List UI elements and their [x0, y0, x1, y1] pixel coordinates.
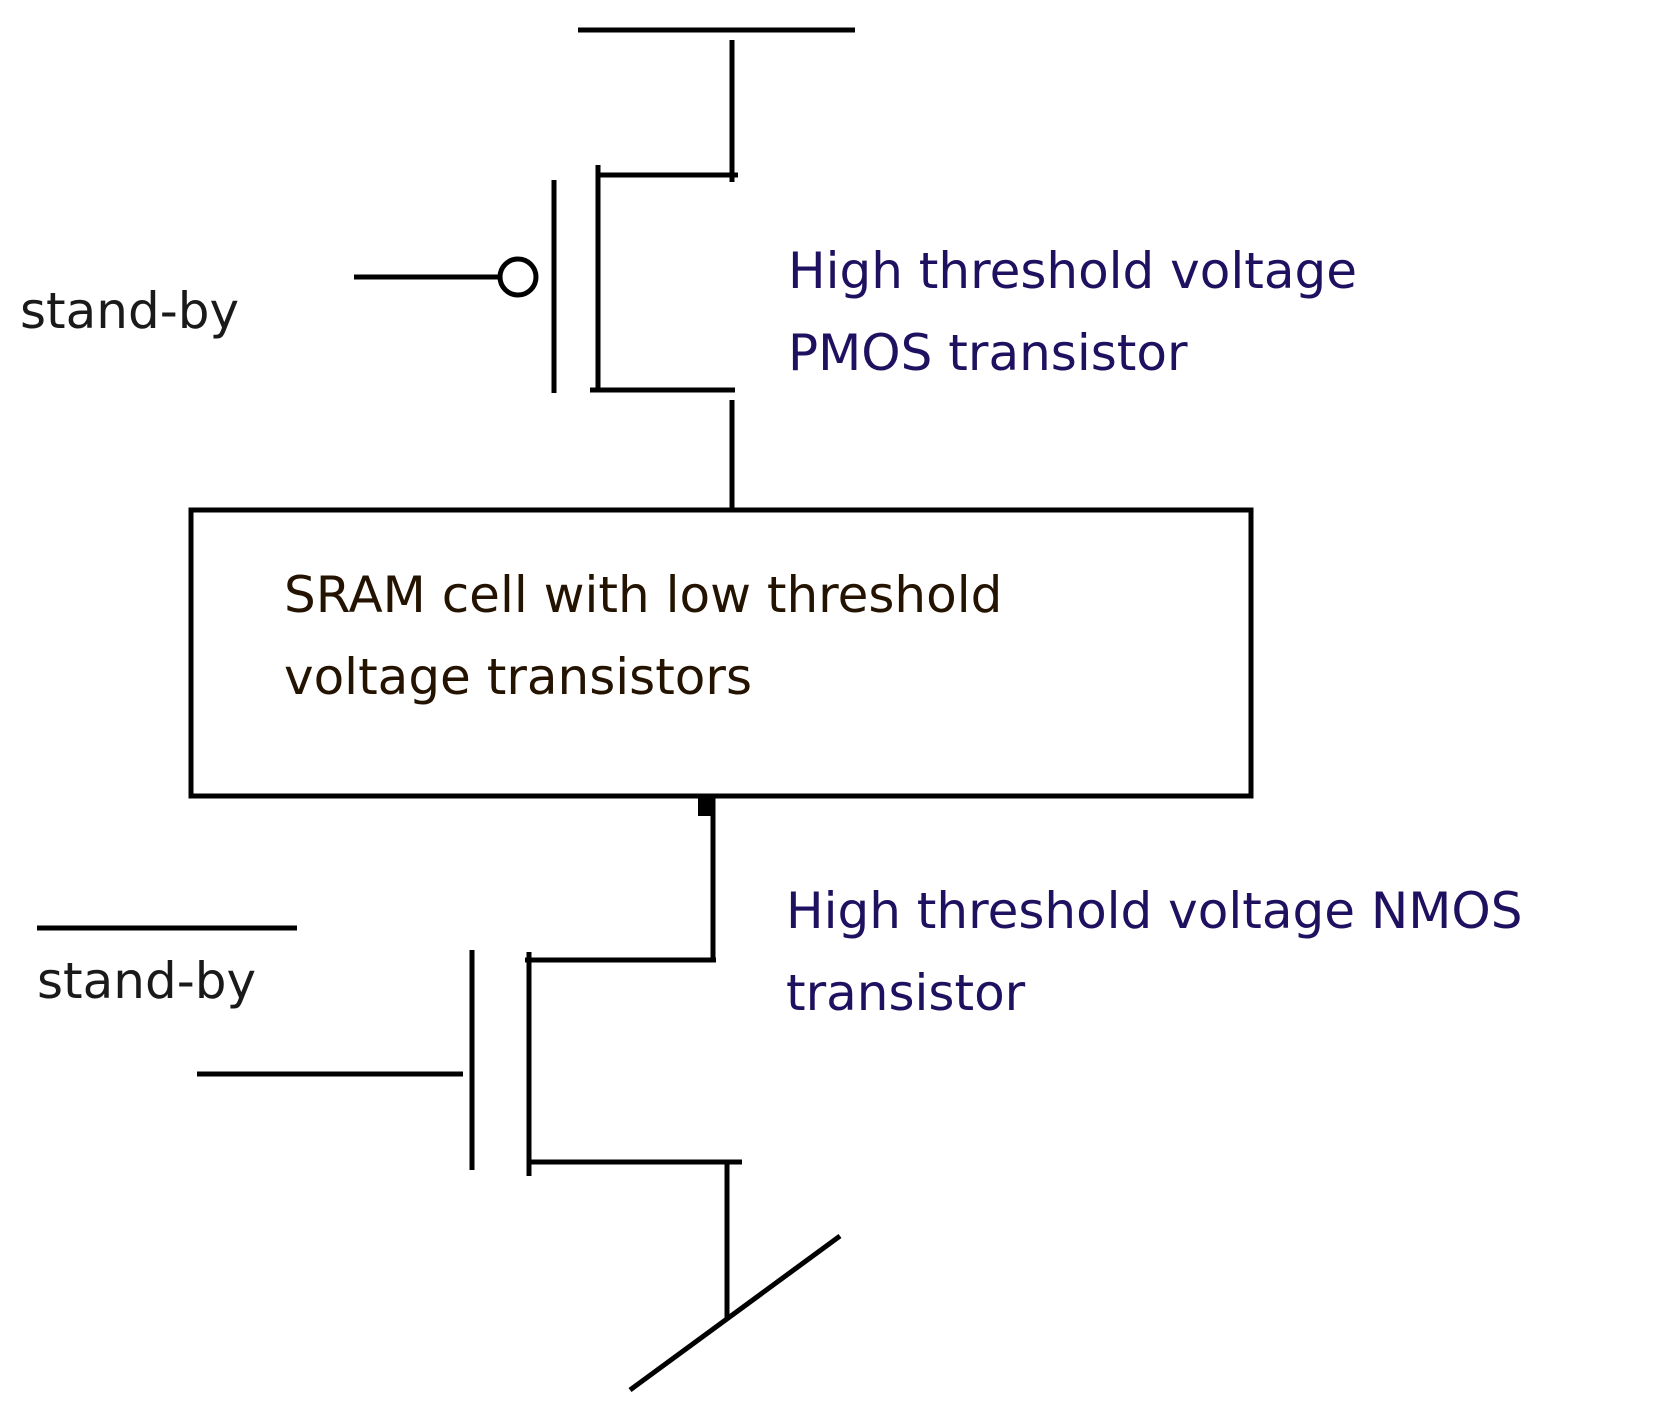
pmos-transistor [354, 165, 738, 393]
nmos-description-line2: transistor [786, 964, 1026, 1022]
sram-cell-label-line2: voltage transistors [284, 648, 752, 706]
pmos-description-line2: PMOS transistor [788, 324, 1188, 382]
nmos-description-line1: High threshold voltage NMOS [786, 882, 1523, 940]
sram-cell-box [188, 507, 1254, 799]
standby-bottom-label: stand-by [37, 952, 257, 1010]
pmos-gate-bubble [497, 256, 539, 298]
pmos-description-line1: High threshold voltage [788, 242, 1357, 300]
ground-symbol [628, 1233, 842, 1393]
nmos-transistor [197, 950, 742, 1176]
standby-top-label: stand-by [20, 282, 240, 340]
sram-cell-label-line1: SRAM cell with low threshold [284, 566, 1003, 624]
